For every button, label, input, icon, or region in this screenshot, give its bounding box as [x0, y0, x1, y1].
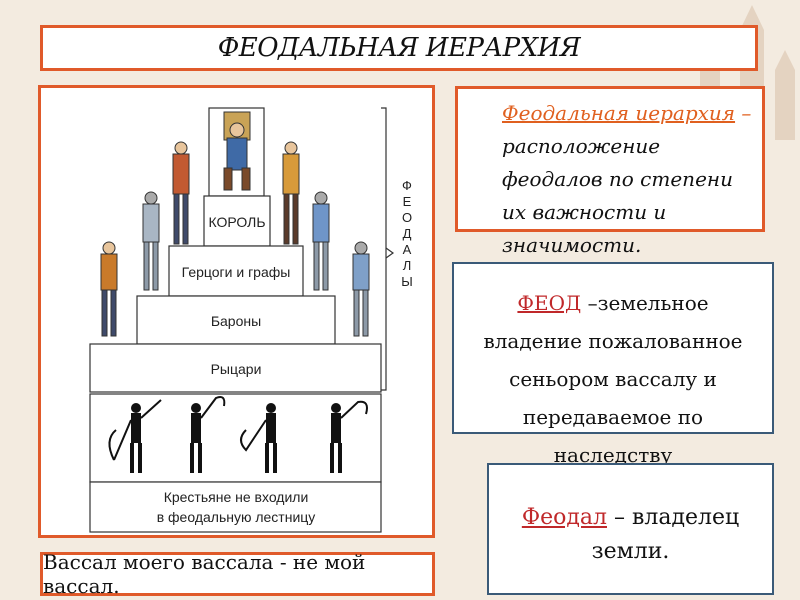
term-fief: ФЕОД: [517, 291, 582, 315]
definition-hierarchy-text: расположение феодалов по степени их важн…: [502, 134, 733, 257]
definition-fief: ФЕОД –земельное владение пожалованное се…: [452, 262, 774, 467]
tier-label-dukes: Герцоги и графы: [182, 264, 291, 280]
peasant-figures: [108, 396, 368, 473]
vassal-quote: Вассал моего вассала - не мой вассал.: [40, 550, 435, 598]
definition-feudal: Феодал – владелец земли.: [487, 463, 774, 595]
tier-knights: [89, 343, 382, 393]
castle-decoration: [700, 5, 795, 140]
lord-figures: [100, 141, 370, 337]
tier-king: [203, 195, 271, 247]
peasants-line-2: в феодальную лестницу: [157, 509, 316, 525]
tier-label-barons: Бароны: [211, 313, 261, 329]
term-hierarchy: Феодальная иерархия: [502, 101, 736, 125]
feudal-bracket: [381, 107, 387, 391]
hierarchy-diagram: КОРОЛЬ Герцоги и графы Бароны Рыцари Кре…: [38, 85, 435, 538]
king-figure: [229, 122, 245, 138]
term-feudal: Феодал: [521, 505, 607, 530]
peasants-note-box: [89, 481, 382, 533]
definition-fief-text: –земельное владение пожалованное сеньоро…: [483, 291, 743, 467]
definition-hierarchy: Феодальная иерархия – расположение феода…: [455, 86, 765, 257]
page-title: ФЕОДАЛЬНАЯ ИЕРАРХИЯ: [40, 25, 758, 71]
tier-label-king: КОРОЛЬ: [208, 214, 265, 230]
feudals-vertical-label: Ф Е О Д А Л Ы: [401, 178, 413, 289]
tier-label-knights: Рыцари: [211, 361, 262, 377]
definition-feudal-text: – владелец земли.: [591, 505, 740, 564]
peasants-line-1: Крестьяне не входили: [164, 489, 309, 505]
